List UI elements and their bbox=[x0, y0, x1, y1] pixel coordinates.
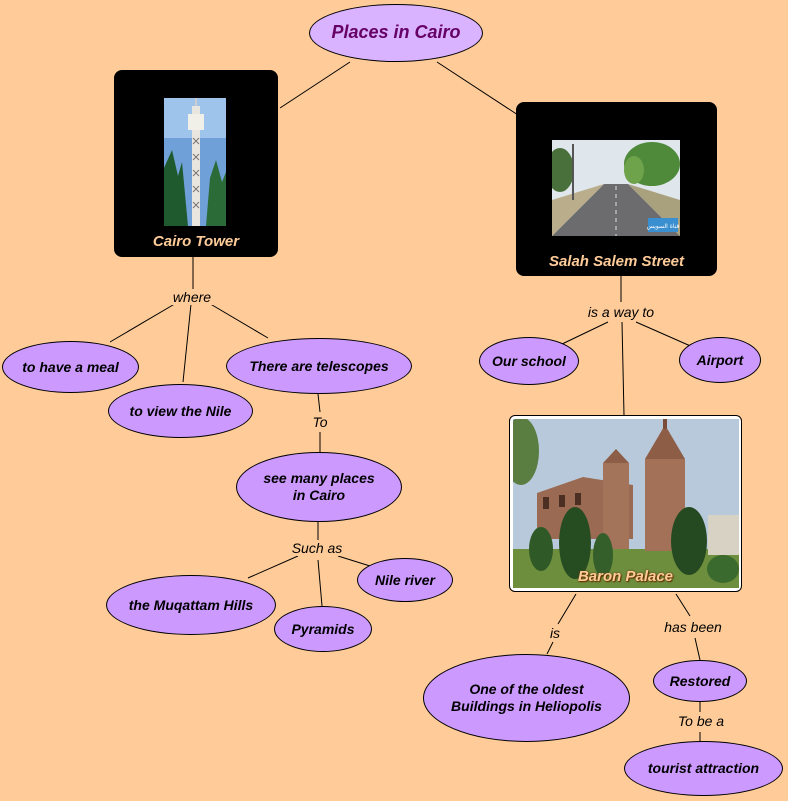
street-photo-sign-text: قناة السويس bbox=[647, 223, 680, 230]
cairo-tower-caption: Cairo Tower bbox=[114, 233, 278, 250]
node-pyramids[interactable]: Pyramids bbox=[274, 606, 372, 652]
cairo-tower-photo bbox=[164, 98, 226, 226]
node-to-have-a-meal[interactable]: to have a meal bbox=[2, 341, 139, 393]
link-label-to-be-a: To be a bbox=[675, 713, 727, 729]
node-see-many-places[interactable]: see many places in Cairo bbox=[236, 452, 402, 522]
node-restored[interactable]: Restored bbox=[653, 660, 747, 702]
salah-salem-street-photo: قناة السويس bbox=[552, 140, 680, 236]
salah-salem-street-caption: Salah Salem Street bbox=[516, 253, 717, 270]
baron-palace-photo bbox=[513, 419, 739, 588]
node-our-school[interactable]: Our school bbox=[479, 337, 579, 385]
node-tourist-attraction[interactable]: tourist attraction bbox=[624, 741, 783, 796]
node-oldest-buildings[interactable]: One of the oldest Buildings in Heliopoli… bbox=[423, 654, 630, 742]
baron-palace-card[interactable]: Baron Palace bbox=[509, 415, 742, 592]
link-label-such-as: Such as bbox=[289, 540, 346, 556]
node-the-muqattam-hills[interactable]: the Muqattam Hills bbox=[106, 575, 276, 635]
link-label-is: is bbox=[547, 625, 563, 641]
link-label-where: where bbox=[170, 289, 214, 305]
node-airport[interactable]: Airport bbox=[679, 337, 761, 383]
link-label-is-a-way-to: is a way to bbox=[585, 304, 657, 320]
map-title-node[interactable]: Places in Cairo bbox=[309, 4, 483, 62]
link-label-has-been: has been bbox=[661, 619, 725, 635]
node-nile-river[interactable]: Nile river bbox=[357, 558, 453, 602]
node-to-view-the-nile[interactable]: to view the Nile bbox=[108, 384, 253, 438]
cairo-tower-card[interactable]: Cairo Tower bbox=[114, 70, 278, 257]
node-there-are-telescopes[interactable]: There are telescopes bbox=[226, 338, 412, 394]
salah-salem-street-card[interactable]: قناة السويس Salah Salem Street bbox=[516, 102, 717, 276]
link-label-to: To bbox=[309, 414, 330, 430]
baron-palace-caption: Baron Palace bbox=[510, 568, 741, 585]
